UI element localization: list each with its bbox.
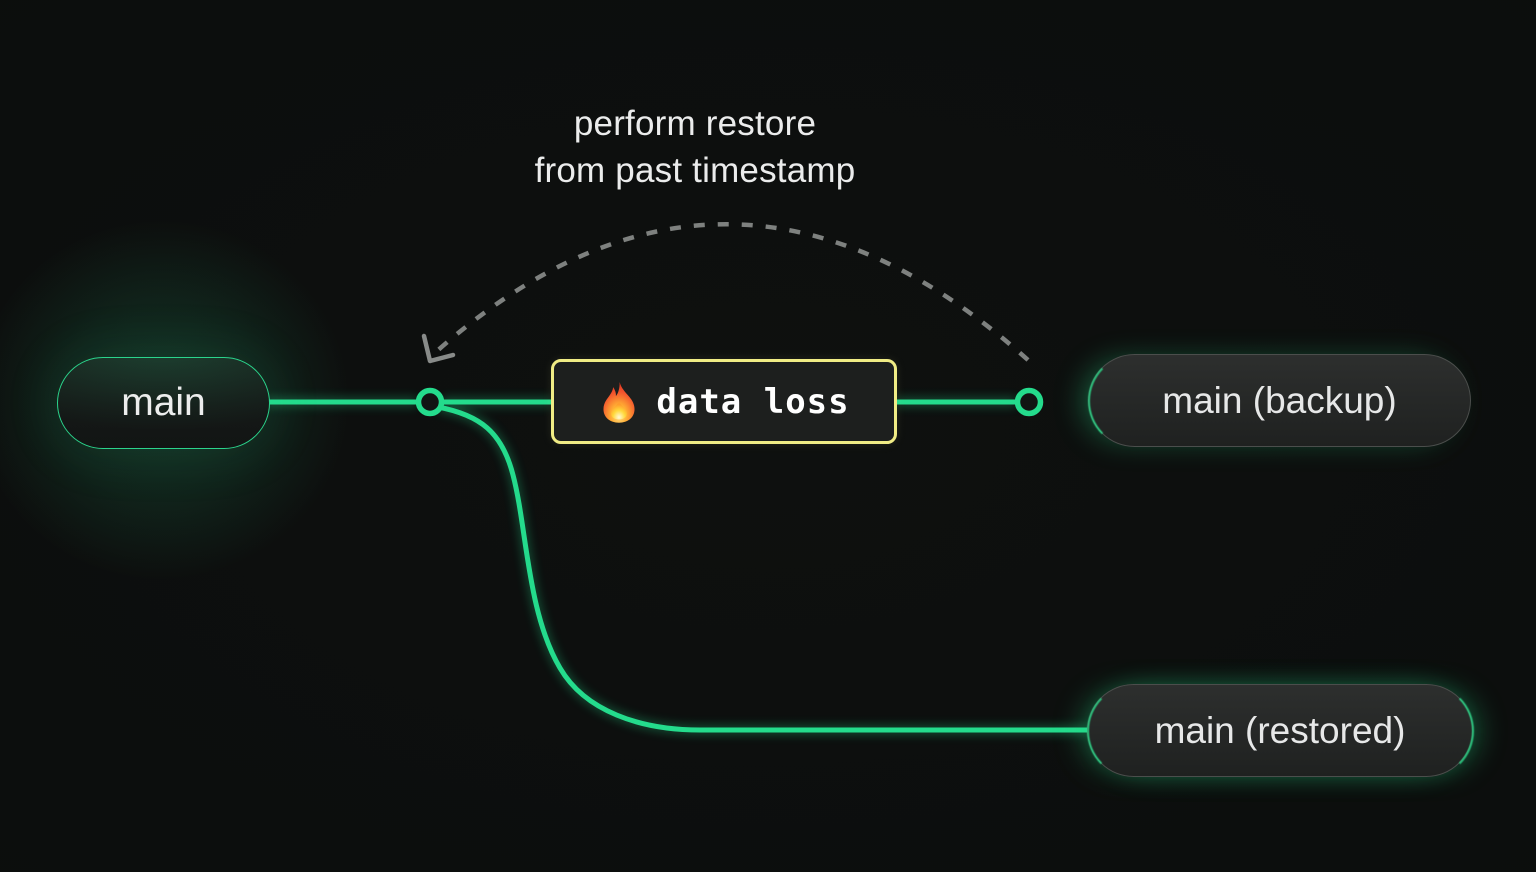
branch-line-restore-curve [437, 404, 1089, 733]
branch-node-restored-label: main (restored) [1154, 709, 1406, 751]
data-loss-label: data loss [656, 381, 850, 422]
annotation-title: perform restore from past timestamp [535, 100, 856, 194]
annotation-line-2: from past timestamp [534, 151, 856, 190]
data-loss-box: data loss [551, 359, 897, 444]
restore-arc-dashed-line [435, 222, 1030, 362]
branch-node-restored: main (restored) [1087, 684, 1473, 777]
fire-icon [603, 381, 635, 423]
branch-node-main: main [57, 357, 270, 449]
branch-node-backup-label: main (backup) [1162, 379, 1397, 421]
arrow-head-icon [421, 333, 456, 364]
branch-node-backup: main (backup) [1088, 354, 1471, 447]
branch-lines-glow [266, 398, 1089, 734]
branch-node-main-label: main [121, 381, 206, 424]
commit-node-right-icon [1014, 387, 1044, 417]
commit-node-left-icon [415, 387, 445, 417]
annotation-line-1: perform restore [573, 104, 817, 143]
